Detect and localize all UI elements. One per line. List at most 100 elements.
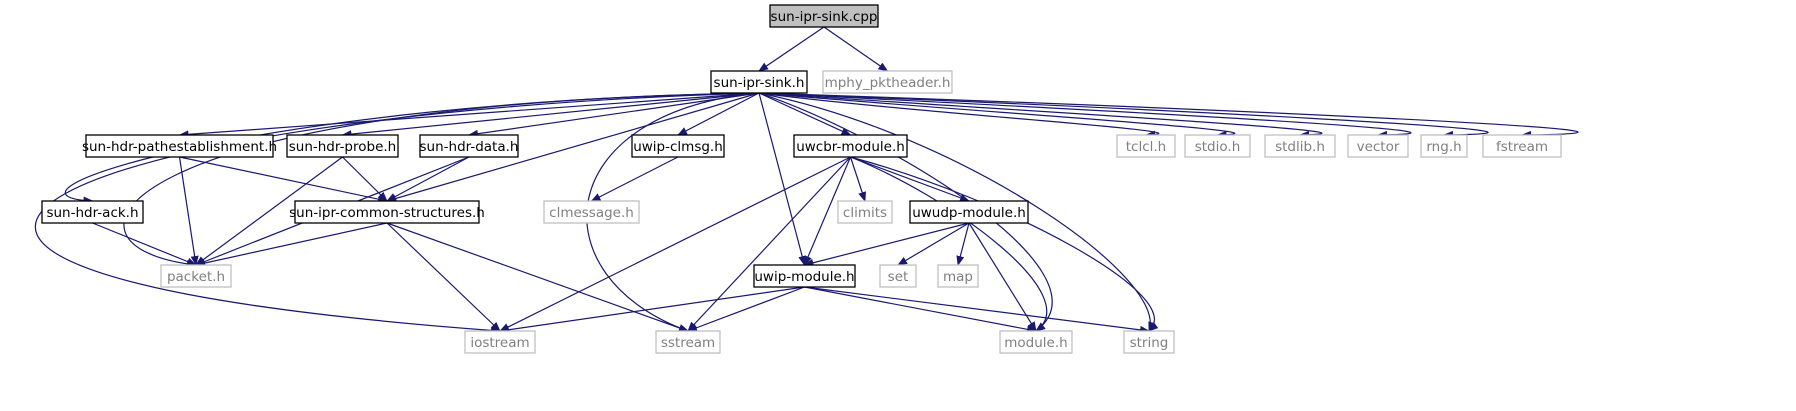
edge-uwcbr-to-iostream	[499, 156, 851, 332]
edge-uwudp-to-map	[956, 222, 970, 266]
node-root[interactable]: sun-ipr-sink.cpp	[769, 4, 879, 28]
node-label: tclcl.h	[1126, 139, 1167, 155]
node-box	[655, 330, 721, 354]
edge-common-to-packet	[195, 222, 388, 267]
node-data[interactable]: sun-hdr-data.h	[419, 134, 519, 158]
node-ack[interactable]: sun-hdr-ack.h	[41, 200, 144, 224]
edge-probe-to-common	[342, 156, 388, 202]
edge-uwudp-to-uwip	[803, 222, 970, 267]
node-box	[793, 134, 908, 158]
node-box	[294, 200, 480, 224]
edge-sink_h-to-pathest	[178, 92, 760, 139]
node-box	[769, 4, 879, 28]
node-label: sun-ipr-sink.cpp	[771, 9, 878, 25]
node-label: sun-hdr-probe.h	[289, 139, 397, 155]
node-common[interactable]: sun-ipr-common-structures.h	[289, 200, 485, 224]
node-box	[879, 264, 917, 288]
node-rng: rng.h	[1420, 134, 1468, 158]
node-label: sstream	[661, 335, 715, 351]
edge-sink_h-to-common	[386, 92, 760, 203]
node-vector: vector	[1347, 134, 1409, 158]
node-box	[1264, 134, 1336, 158]
edge-root-to-mphy	[823, 26, 889, 72]
node-string: string	[1123, 330, 1175, 354]
node-box	[419, 134, 519, 158]
edge-sink_h-to-stdlib	[758, 92, 1323, 139]
node-sink-h[interactable]: sun-ipr-sink.h	[710, 70, 808, 94]
edge-sink_h-to-probe	[341, 92, 760, 139]
edge-common-to-iostream	[386, 222, 501, 332]
edge-uwudp-to-module	[968, 222, 1037, 332]
node-box	[710, 70, 808, 94]
node-clmessage: clmessage.h	[543, 200, 640, 224]
node-box	[160, 264, 232, 288]
node-box	[543, 200, 640, 224]
node-label: iostream	[470, 335, 529, 351]
node-label: sun-hdr-pathestablishment.h	[82, 139, 277, 155]
node-label: stdio.h	[1195, 139, 1241, 155]
node-packet: packet.h	[160, 264, 232, 288]
edge-common-to-sstream	[386, 222, 689, 332]
node-box	[286, 134, 399, 158]
node-box	[85, 134, 274, 158]
node-label: sun-ipr-common-structures.h	[289, 205, 485, 221]
edge-sink_h-to-clmsg	[677, 92, 760, 136]
edge-root-to-sink_h	[758, 26, 825, 72]
node-label: uwcbr-module.h	[796, 139, 905, 155]
node-label: sun-hdr-data.h	[420, 139, 519, 155]
node-box	[822, 70, 953, 94]
edge-sink_h-to-rng	[758, 92, 1489, 139]
node-label: mphy_pktheader.h	[825, 75, 951, 91]
edge-sink_h-to-tclcl	[758, 92, 1160, 139]
node-label: set	[888, 269, 909, 285]
edge-uwcbr-to-uwip	[803, 156, 852, 266]
edge-uwcbr-to-string	[850, 156, 1159, 332]
node-probe[interactable]: sun-hdr-probe.h	[286, 134, 399, 158]
node-uwcbr[interactable]: uwcbr-module.h	[793, 134, 908, 158]
node-label: map	[943, 269, 973, 285]
node-box	[631, 134, 725, 158]
edge-uwcbr-to-module	[850, 156, 1048, 332]
node-map: map	[937, 264, 979, 288]
node-module: module.h	[999, 330, 1073, 354]
node-box	[1184, 134, 1251, 158]
edge-sink_h-to-uwip	[758, 92, 807, 266]
node-box	[1123, 330, 1175, 354]
edge-pathest-to-packet	[178, 156, 199, 266]
node-box	[1347, 134, 1409, 158]
node-box	[464, 330, 536, 354]
node-box	[753, 264, 856, 288]
node-label: sun-hdr-ack.h	[46, 205, 138, 221]
node-label: uwip-clmsg.h	[633, 139, 723, 155]
edge-sink_h-to-vector	[758, 92, 1412, 139]
node-label: string	[1130, 335, 1169, 351]
node-label: uwip-module.h	[754, 269, 854, 285]
node-clmsg[interactable]: uwip-clmsg.h	[631, 134, 725, 158]
edge-uwcbr-to-climits	[849, 156, 866, 202]
edge-uwip-to-iostream	[499, 286, 805, 334]
node-uwudp[interactable]: uwudp-module.h	[909, 200, 1029, 224]
edge-uwip-to-sstream	[687, 286, 805, 332]
edge-uwcbr-to-uwudp	[850, 156, 970, 202]
node-mphy: mphy_pktheader.h	[822, 70, 953, 94]
node-fstream: fstream	[1482, 134, 1562, 158]
node-box	[937, 264, 979, 288]
node-label: sun-ipr-sink.h	[714, 75, 805, 91]
edge-clmsg-to-clmessage	[590, 156, 679, 202]
node-uwip[interactable]: uwip-module.h	[753, 264, 856, 288]
edge-sink_h-to-iostream	[34, 92, 760, 335]
edge-sink_h-to-stdio	[758, 92, 1236, 139]
edge-sink_h-to-uwcbr	[758, 92, 852, 136]
node-stdlib: stdlib.h	[1264, 134, 1336, 158]
node-box	[1482, 134, 1562, 158]
node-label: module.h	[1004, 335, 1067, 351]
node-climits: climits	[837, 200, 893, 224]
node-box	[999, 330, 1073, 354]
edge-sink_h-to-fstream	[758, 92, 1579, 139]
node-set: set	[879, 264, 917, 288]
node-pathest[interactable]: sun-hdr-pathestablishment.h	[82, 134, 277, 158]
node-label: fstream	[1496, 139, 1548, 155]
node-box	[1116, 134, 1176, 158]
node-label: packet.h	[167, 269, 225, 285]
